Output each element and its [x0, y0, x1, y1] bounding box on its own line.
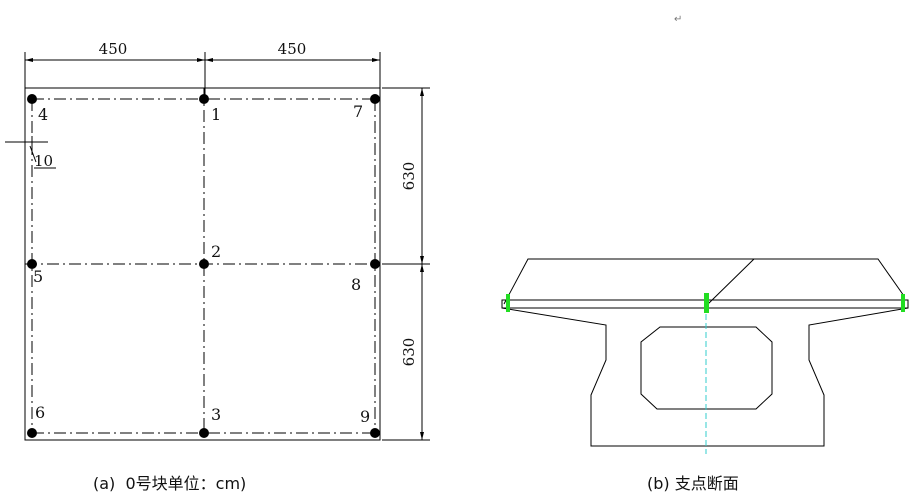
box-cell-outline	[640, 326, 773, 410]
point-label-9: 9	[360, 407, 370, 426]
point-5-marker	[27, 259, 37, 269]
point-7-marker	[370, 94, 380, 104]
deck-top-outline	[503, 258, 905, 305]
paragraph-mark: ↵	[674, 14, 682, 25]
point-8-marker	[370, 259, 380, 269]
right-dimension: 630 630	[382, 87, 430, 441]
point-label-6: 6	[35, 403, 45, 422]
dim-right-upper: 630	[400, 162, 418, 191]
point-label-7: 7	[353, 102, 363, 121]
dim-top-left: 450	[99, 40, 128, 58]
plan-caption: (a) 0号块单位：cm)	[93, 474, 246, 493]
point-label-4: 4	[38, 105, 48, 124]
section-caption: (b) 支点断面	[647, 474, 739, 493]
point-6-marker	[27, 428, 37, 438]
point-label-2: 2	[211, 242, 221, 261]
point-label-3: 3	[211, 405, 221, 424]
measuring-points: 1 2 3 4 5 6 7 8 9	[27, 94, 380, 438]
dim-top-right: 450	[278, 40, 307, 58]
box-girder-outline	[501, 307, 909, 447]
point-3-marker	[199, 428, 209, 438]
deck-slope-line	[707, 258, 755, 305]
point-label-1: 1	[211, 105, 221, 124]
point-label-8: 8	[351, 275, 361, 294]
bearing-marker-center	[704, 293, 709, 313]
point-1-marker	[199, 94, 209, 104]
plan-view: 450 450 630 630	[5, 40, 430, 493]
bearing-marker-left	[506, 294, 510, 312]
point-2-marker	[199, 259, 209, 269]
point-9-marker	[370, 428, 380, 438]
edge-offset-dimension: 10	[5, 136, 56, 170]
point-4-marker	[27, 94, 37, 104]
dim-edge-offset: 10	[34, 152, 53, 170]
bearing-marker-right	[901, 294, 905, 312]
point-label-5: 5	[33, 267, 43, 286]
dim-right-lower: 630	[400, 338, 418, 367]
top-dimension: 450 450	[24, 40, 381, 98]
support-section: (b) 支点断面	[501, 258, 909, 493]
